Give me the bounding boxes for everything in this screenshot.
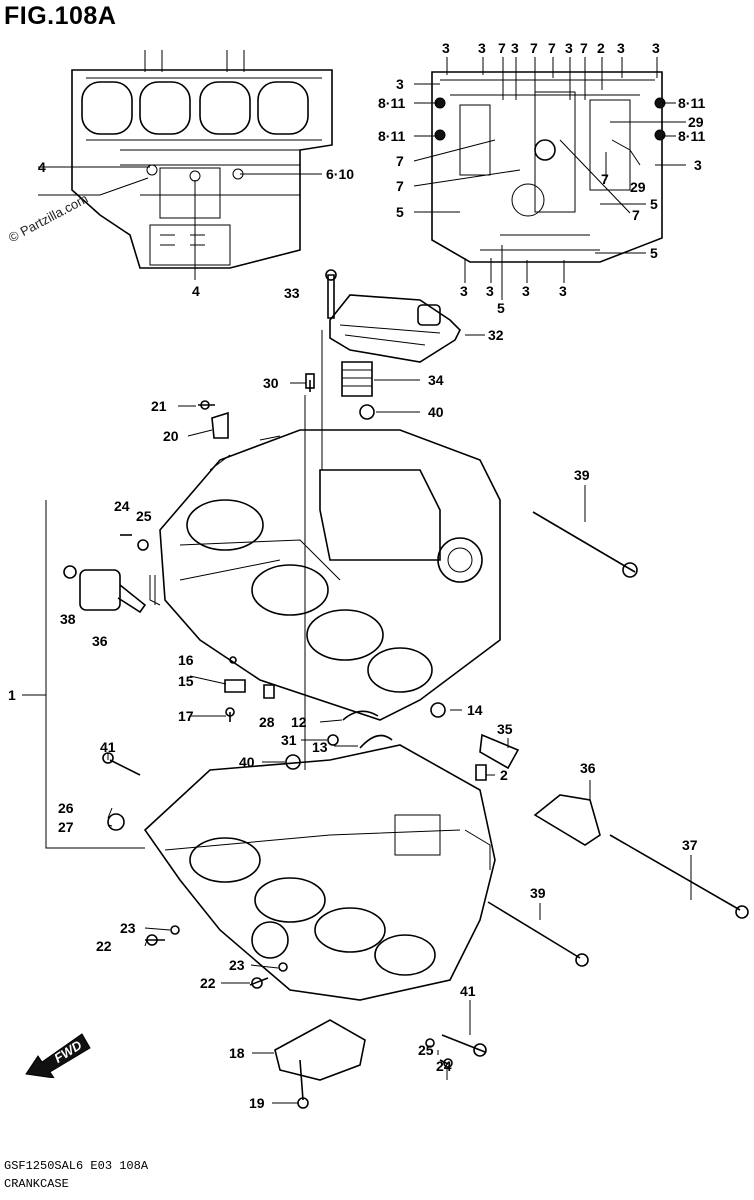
callout-14: 14 bbox=[467, 702, 483, 718]
callout-16: 16 bbox=[178, 652, 194, 668]
callout-29: 29 bbox=[630, 179, 646, 195]
callout-17: 17 bbox=[178, 708, 194, 724]
callout-39: 39 bbox=[574, 467, 590, 483]
callout-39: 39 bbox=[530, 885, 546, 901]
callout-7: 7 bbox=[530, 40, 538, 56]
callout-3: 3 bbox=[559, 283, 567, 299]
callout-13: 13 bbox=[312, 739, 328, 755]
callout-6-10: 6·10 bbox=[326, 166, 354, 182]
callout-18: 18 bbox=[229, 1045, 245, 1061]
upper-crankcase-body bbox=[159, 429, 501, 721]
callout-1: 1 bbox=[8, 687, 16, 703]
callout-27: 27 bbox=[58, 819, 74, 835]
upper-crankcase-top-view bbox=[71, 50, 333, 269]
callout-21: 21 bbox=[151, 398, 167, 414]
crankcase-breather-cover bbox=[325, 269, 461, 363]
leader-lines-top-right bbox=[413, 57, 686, 300]
callout-37: 37 bbox=[682, 837, 698, 853]
callout-5: 5 bbox=[396, 204, 404, 220]
callout-3: 3 bbox=[652, 40, 660, 56]
callout-8-11: 8·11 bbox=[378, 95, 405, 111]
callout-24: 24 bbox=[114, 498, 130, 514]
callout-38: 38 bbox=[60, 611, 76, 627]
callout-3: 3 bbox=[617, 40, 625, 56]
footer-code: GSF1250SAL6 E03 108A bbox=[4, 1159, 149, 1173]
callout-7: 7 bbox=[601, 171, 609, 187]
callout-2: 2 bbox=[597, 40, 605, 56]
callout-15: 15 bbox=[178, 673, 194, 689]
callout-4: 4 bbox=[38, 159, 46, 175]
callout-8-11: 8·11 bbox=[678, 128, 705, 144]
callout-41: 41 bbox=[460, 983, 476, 999]
callout-19: 19 bbox=[249, 1095, 265, 1111]
callout-30: 30 bbox=[263, 375, 279, 391]
leader-lines-main bbox=[22, 330, 692, 1104]
leader-lines-top-left bbox=[38, 166, 322, 280]
callout-7: 7 bbox=[498, 40, 506, 56]
callout-12: 12 bbox=[291, 714, 307, 730]
callout-8-11: 8·11 bbox=[678, 95, 705, 111]
callout-7: 7 bbox=[396, 178, 404, 194]
callout-3: 3 bbox=[396, 76, 404, 92]
callout-22: 22 bbox=[96, 938, 112, 954]
callout-31: 31 bbox=[281, 732, 297, 748]
callout-3: 3 bbox=[694, 157, 702, 173]
callout-41: 41 bbox=[100, 739, 116, 755]
callout-36: 36 bbox=[92, 633, 108, 649]
callout-29: 29 bbox=[688, 114, 704, 130]
callout-5: 5 bbox=[497, 300, 505, 316]
callout-3: 3 bbox=[486, 283, 494, 299]
callout-32: 32 bbox=[488, 327, 504, 343]
callout-3: 3 bbox=[442, 40, 450, 56]
callout-3: 3 bbox=[460, 283, 468, 299]
callout-22: 22 bbox=[200, 975, 216, 991]
callout-24: 24 bbox=[436, 1058, 452, 1074]
callout-33: 33 bbox=[284, 285, 300, 301]
callout-7: 7 bbox=[548, 40, 556, 56]
callout-3: 3 bbox=[478, 40, 486, 56]
callout-23: 23 bbox=[229, 957, 245, 973]
breather-element bbox=[341, 361, 373, 397]
callout-40: 40 bbox=[239, 754, 255, 770]
lower-crankcase-bottom-view bbox=[431, 71, 666, 263]
figure-title: FIG.108A bbox=[4, 2, 117, 30]
callout-28: 28 bbox=[259, 714, 275, 730]
callout-40: 40 bbox=[428, 404, 444, 420]
callout-4: 4 bbox=[192, 283, 200, 299]
callout-8-11: 8·11 bbox=[378, 128, 405, 144]
callout-25: 25 bbox=[136, 508, 152, 524]
callout-25: 25 bbox=[418, 1042, 434, 1058]
callout-7: 7 bbox=[396, 153, 404, 169]
small-parts bbox=[63, 373, 749, 1068]
callout-7: 7 bbox=[580, 40, 588, 56]
callout-26: 26 bbox=[58, 800, 74, 816]
oil-pan-baffle-plate bbox=[274, 1019, 366, 1109]
callout-23: 23 bbox=[120, 920, 136, 936]
footer-name: CRANKCASE bbox=[4, 1177, 69, 1191]
lower-crankcase-body bbox=[143, 744, 496, 1001]
callout-3: 3 bbox=[522, 283, 530, 299]
callout-36: 36 bbox=[580, 760, 596, 776]
fwd-arrow-icon: FWD bbox=[25, 1033, 91, 1078]
callout-5: 5 bbox=[650, 245, 658, 261]
callout-2: 2 bbox=[500, 767, 508, 783]
callout-7: 7 bbox=[632, 207, 640, 223]
callout-20: 20 bbox=[163, 428, 179, 444]
callout-34: 34 bbox=[428, 372, 444, 388]
callout-3: 3 bbox=[511, 40, 519, 56]
callout-5: 5 bbox=[650, 196, 658, 212]
callout-3: 3 bbox=[565, 40, 573, 56]
callout-35: 35 bbox=[497, 721, 513, 737]
